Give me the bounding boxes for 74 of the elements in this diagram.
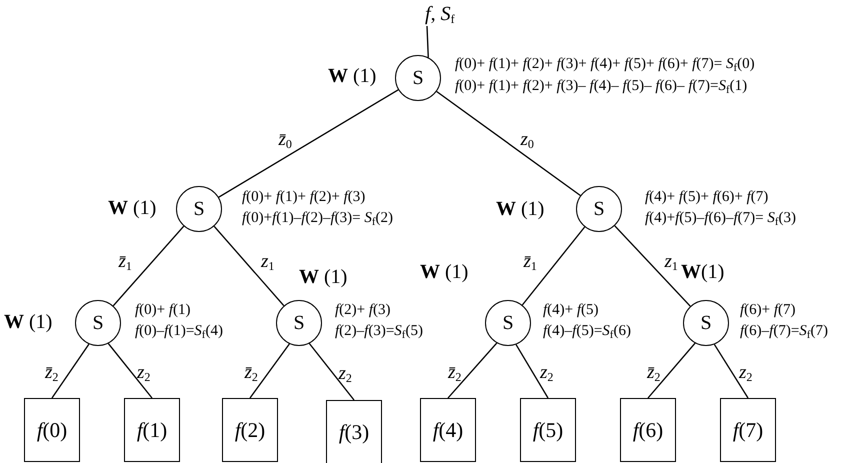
formula-text: f(2)–f(3)=S$_{f}$(5) <box>335 324 423 339</box>
connector-line <box>51 344 90 398</box>
weight-label: W (1) <box>496 199 544 219</box>
input-box <box>420 398 476 462</box>
connector-line <box>516 344 549 398</box>
node-label: S <box>502 313 514 333</box>
formula-text: f(0)+f(1)–f(2)–f(3)= S$_{f}$(2) <box>242 211 394 226</box>
input-box <box>24 398 80 462</box>
leaf-value: f(5) <box>532 420 564 440</box>
connector-line <box>112 226 184 306</box>
input-box <box>124 398 180 462</box>
edge-label: z̄$_{2}$ <box>244 362 258 382</box>
leaf-value: f(3) <box>338 422 370 442</box>
connector-line <box>648 342 696 398</box>
formula-text: f(0)+ f(1)+ f(2)+ f(3)– f(4)– f(5)– f(6)– f(7)=S$_{f}$(1) <box>455 79 748 94</box>
formula-text: f(4)–f(5)=S$_{f}$(6) <box>543 324 631 339</box>
edge-label: z$_{2}$ <box>739 362 752 382</box>
edge-label: z$_{2}$ <box>540 362 554 382</box>
connector-line <box>714 344 749 398</box>
formula-text: f(0)+ f(1)+ f(2)+ f(3)+ f(4)+ f(5)+ f(6)+ f(7)= S$_{f}$(0) <box>455 57 755 72</box>
weight-label: W (1) <box>299 267 348 287</box>
weight-label: W (1) <box>108 198 156 218</box>
node-label: S <box>593 199 605 219</box>
node-label: S <box>92 313 104 333</box>
formula-text: f(0)–f(1)=S$_{f}$(4) <box>135 324 223 339</box>
node-label: S <box>193 199 205 219</box>
leaf-value: f(6) <box>632 420 664 440</box>
formula-text: f(0)+ f(1)+ f(2)+ f(3) <box>242 190 366 205</box>
leaf-value: f(0) <box>36 420 68 440</box>
connector-line <box>218 89 399 198</box>
edge-label: z̄$_{1}$ <box>118 252 132 271</box>
connector-line <box>308 343 354 400</box>
formula-text: f(4)+ f(5) <box>543 303 599 318</box>
input-box <box>720 398 776 462</box>
weight-label: W(1) <box>681 262 724 282</box>
edge-label: z$_{2}$ <box>137 362 150 382</box>
edge-label: z̄$_{2}$ <box>647 362 660 382</box>
node-label: S <box>700 313 712 333</box>
edge-label: z̄$_{1}$ <box>524 252 537 271</box>
connector-line <box>108 343 152 398</box>
leaf-value: f(7) <box>732 420 764 440</box>
weight-label: W (1) <box>328 66 376 86</box>
connector-line <box>614 225 691 307</box>
connector-line <box>522 226 586 306</box>
output-label: f, S$_{f}$ <box>425 4 455 24</box>
input-box <box>326 400 382 463</box>
node-label: S <box>293 313 305 333</box>
connector-line <box>436 90 581 196</box>
formula-text: f(6)–f(7)=S$_{f}$(7) <box>740 324 828 339</box>
edge-label: z̄$_{2}$ <box>448 362 462 382</box>
edge-label: z$_{2}$ <box>338 364 352 382</box>
connector-line <box>426 26 429 58</box>
leaf-value: f(1) <box>136 420 168 440</box>
edge-label: z$_{0}$ <box>520 130 534 148</box>
leaf-value: f(2) <box>234 420 266 440</box>
connector-line <box>448 342 498 398</box>
weight-label: W (1) <box>420 262 468 282</box>
edge-label: z$_{1}$ <box>664 252 678 271</box>
formula-text: f(4)+ f(5)+ f(6)+ f(7) <box>645 190 768 205</box>
connector-line <box>249 344 290 398</box>
formula-text: f(2)+ f(3) <box>335 303 391 318</box>
weight-label: W (1) <box>4 312 52 332</box>
input-box <box>222 398 278 462</box>
input-box <box>520 398 576 462</box>
edge-label: z̄$_{0}$ <box>278 130 292 148</box>
node-label: S <box>412 68 424 88</box>
connector-line <box>214 226 284 306</box>
edge-label: z̄$_{2}$ <box>45 362 58 382</box>
formula-text: f(0)+ f(1) <box>135 303 191 318</box>
formula-text: f(6)+ f(7) <box>740 303 796 318</box>
edge-label: z$_{1}$ <box>261 252 274 271</box>
input-box <box>620 398 676 462</box>
formula-text: f(4)+f(5)–f(6)–f(7)= S$_{f}$(3) <box>645 211 796 226</box>
leaf-value: f(4) <box>432 420 464 440</box>
